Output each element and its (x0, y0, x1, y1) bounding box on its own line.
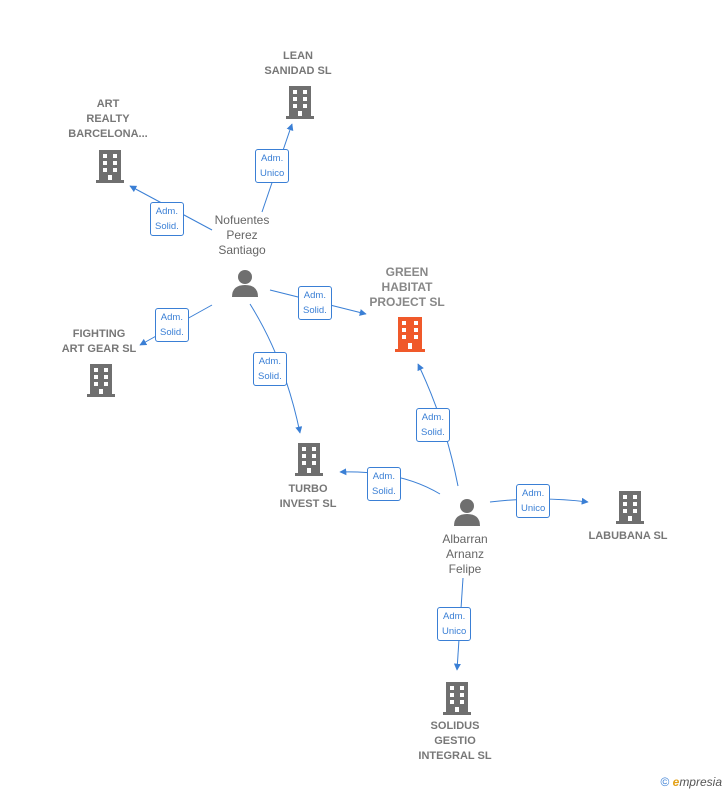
relation-badge[interactable]: Adm. Unico (255, 149, 290, 183)
person-label-nofuentes[interactable]: Nofuentes Perez Santiago (214, 213, 270, 257)
relation-badge[interactable]: Adm. Solid. (155, 308, 189, 342)
building-icon[interactable] (442, 680, 472, 716)
relation-badge[interactable]: Adm. Solid. (298, 286, 332, 320)
relation-badge[interactable]: Adm. Unico (516, 484, 551, 518)
brand-logo: © empresia (660, 775, 722, 789)
person-icon[interactable] (230, 268, 260, 298)
relation-badge[interactable]: Adm. Solid. (367, 467, 401, 501)
company-label-art[interactable]: ART REALTY BARCELONA... (68, 98, 148, 140)
building-icon[interactable] (95, 148, 125, 184)
company-label-lean[interactable]: LEAN SANIDAD SL (264, 50, 332, 77)
building-icon-highlight[interactable] (394, 315, 426, 353)
company-label-labubana[interactable]: LABUBANA SL (588, 530, 668, 542)
copyright-icon: © (660, 775, 670, 789)
person-icon[interactable] (452, 497, 482, 527)
company-label-turbo[interactable]: TURBO INVEST SL (279, 483, 337, 510)
relation-badge[interactable]: Adm. Solid. (150, 202, 184, 236)
company-label-solidus[interactable]: SOLIDUS GESTIO INTEGRAL SL (418, 720, 492, 762)
relation-badge[interactable]: Adm. Solid. (253, 352, 287, 386)
company-label-green[interactable]: GREEN HABITAT PROJECT SL (369, 265, 445, 309)
building-icon[interactable] (285, 84, 315, 120)
person-label-albarran[interactable]: Albarran Arnanz Felipe (442, 532, 488, 576)
building-icon[interactable] (294, 441, 324, 477)
relation-badge[interactable]: Adm. Solid. (416, 408, 450, 442)
relation-badge[interactable]: Adm. Unico (437, 607, 472, 641)
building-icon[interactable] (86, 362, 116, 398)
company-label-fighting[interactable]: FIGHTING ART GEAR SL (61, 328, 137, 355)
building-icon[interactable] (615, 489, 645, 525)
